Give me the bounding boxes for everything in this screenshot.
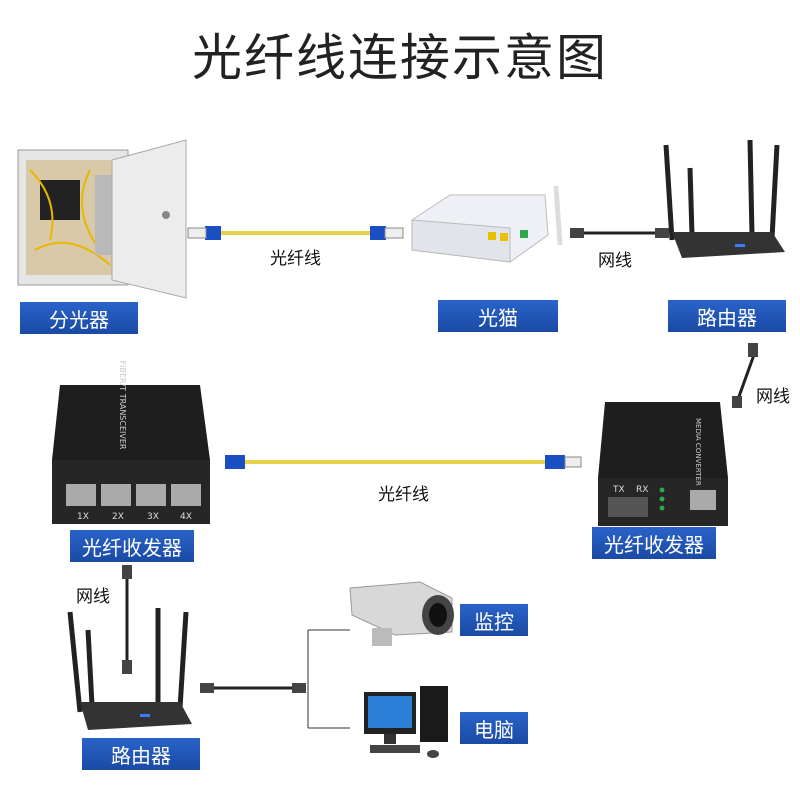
- network-cable-bottom: [122, 565, 132, 674]
- rx-label: RX: [636, 485, 648, 495]
- net-right-label: 网线: [756, 387, 790, 407]
- network-cable-top: [570, 228, 669, 238]
- fiber-middle-label: 光纤线: [378, 485, 429, 505]
- port-label: 3X: [147, 512, 159, 522]
- router-bottom-label: 路由器: [82, 738, 200, 770]
- splitter-cabinet-image: [17, 139, 187, 299]
- computer-label: 电脑: [460, 712, 528, 744]
- transceiver-brand-text: FIBER/T TRANSCEIVER: [118, 361, 127, 450]
- optical-modem-image: [411, 185, 563, 263]
- fiber-cable-middle: [225, 455, 582, 469]
- transceiver-left-label: 光纤收发器: [70, 530, 194, 562]
- transceiver-right-label: 光纤收发器: [592, 527, 716, 559]
- transceiver-right-image: MEDIA CONVERTER TX RX: [598, 402, 728, 526]
- fiber-cable-top: [187, 226, 404, 240]
- computer-image: [364, 686, 448, 758]
- port-label: 4X: [180, 512, 192, 522]
- tx-label: TX: [612, 485, 625, 495]
- net-bottom-label: 网线: [76, 587, 110, 607]
- fiber-top-label: 光纤线: [270, 249, 321, 269]
- converter-brand-text: MEDIA CONVERTER: [694, 418, 702, 486]
- network-cable-right: [732, 343, 758, 408]
- camera-image: [349, 581, 454, 646]
- camera-label: 监控: [460, 604, 528, 636]
- router-top-label: 路由器: [668, 300, 786, 332]
- network-cable-to-devices: [200, 629, 350, 729]
- splitter-label: 分光器: [20, 302, 138, 334]
- transceiver-left-image: FIBER/T TRANSCEIVER 1X 2X 3X 4X: [52, 361, 210, 524]
- router-bottom-image: [67, 608, 192, 730]
- modem-label: 光猫: [438, 300, 558, 332]
- router-top-image: [663, 139, 785, 258]
- port-label: 2X: [112, 512, 124, 522]
- net-top-label: 网线: [598, 251, 632, 271]
- page-title: 光纤线连接示意图: [192, 29, 608, 87]
- port-label: 1X: [77, 512, 89, 522]
